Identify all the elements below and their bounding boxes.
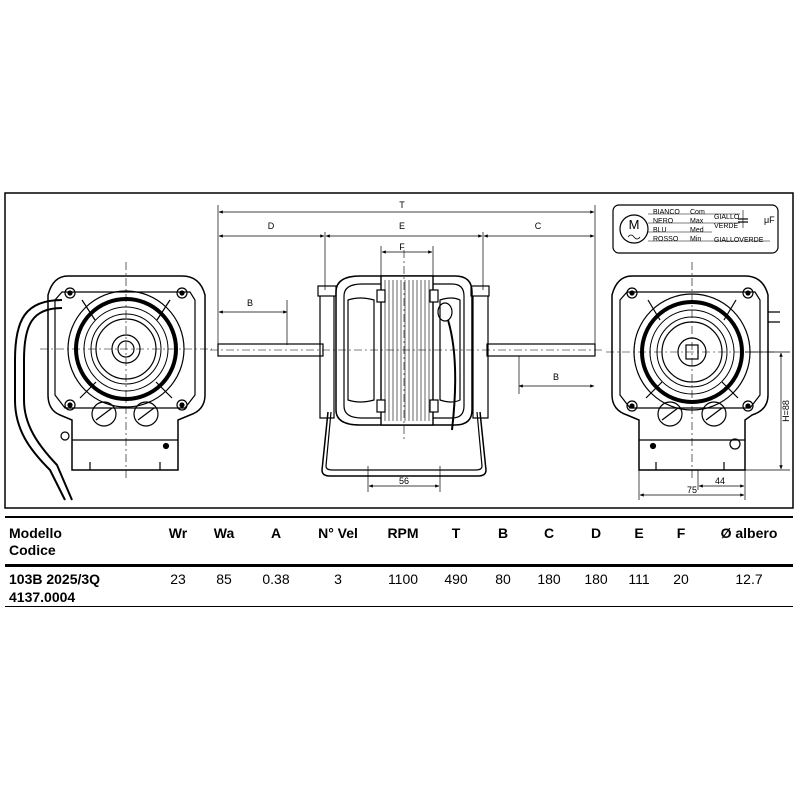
table-header-rule xyxy=(5,564,793,567)
wiring-diagram: M BIANCO Com GIALLO NERO Max VERDE BLU M… xyxy=(612,204,779,254)
header-col: D xyxy=(590,525,602,541)
wire-4-function: Min xyxy=(690,236,701,243)
dim-44-label: 44 xyxy=(715,476,725,486)
table-cell: 12.7 xyxy=(735,571,763,587)
wire-3-name: BLU xyxy=(653,227,667,234)
header-col: F xyxy=(676,525,686,541)
header-col: RPM xyxy=(387,525,419,541)
table-top-rule xyxy=(5,516,793,518)
dim-T-label: T xyxy=(399,200,405,210)
header-col: A xyxy=(270,525,282,541)
dim-75-label: 75 xyxy=(687,485,697,495)
header-model: Modello xyxy=(9,525,62,541)
table-cell: 85 xyxy=(216,571,232,587)
row-model: 103B 2025/3Q xyxy=(9,571,101,587)
wire-1-name: BIANCO xyxy=(653,209,680,216)
header-col: B xyxy=(497,525,509,541)
dim-E-label: E xyxy=(399,221,405,231)
table-cell: 1100 xyxy=(387,571,419,587)
row-code: 4137.0004 xyxy=(9,589,76,605)
left-end-view xyxy=(14,275,206,501)
wire-3-function: Med xyxy=(690,227,704,234)
motor-symbol-label: M xyxy=(629,217,640,232)
table-cell: 180 xyxy=(537,571,561,587)
table-bottom-rule xyxy=(5,606,793,607)
header-col: Wr xyxy=(168,525,188,541)
wire-2-name: NERO xyxy=(653,218,674,225)
wire-1-cap: GIALLO xyxy=(714,214,740,221)
header-col: Ø albero xyxy=(720,525,778,541)
dim-B-right-label: B xyxy=(553,372,559,382)
header-col: N° Vel xyxy=(318,525,358,541)
header-col: T xyxy=(451,525,461,541)
table-cell: 180 xyxy=(584,571,608,587)
dim-D-label: D xyxy=(268,221,275,231)
dim-F-label: F xyxy=(399,242,405,252)
wire-2-function: Max xyxy=(690,218,704,225)
wire-1-function: Com xyxy=(690,209,705,216)
dim-B-left-label: B xyxy=(247,298,253,308)
dim-height-label: H=88 xyxy=(781,400,791,422)
motor-symbol-icon xyxy=(619,214,649,244)
dim-56-label: 56 xyxy=(399,476,409,486)
header-col: C xyxy=(543,525,555,541)
header-code: Codice xyxy=(9,542,56,558)
dimension-lines xyxy=(217,205,790,500)
wire-4-cap: GIALLOVERDE xyxy=(714,237,764,244)
dim-C-label: C xyxy=(535,221,542,231)
table-cell: 20 xyxy=(673,571,689,587)
table-cell: 80 xyxy=(495,571,511,587)
header-col: Wa xyxy=(213,525,235,541)
table-cell: 490 xyxy=(444,571,468,587)
wire-2-cap: VERDE xyxy=(714,223,738,230)
table-cell: 111 xyxy=(628,571,650,587)
side-view xyxy=(217,275,596,477)
drawing-frame xyxy=(4,192,794,509)
spec-table: Modello Codice Wr Wa A N° Vel RPM T B C … xyxy=(0,510,800,610)
capacitor-unit: μF xyxy=(764,215,775,225)
table-cell: 23 xyxy=(170,571,186,587)
right-end-view xyxy=(611,275,780,471)
table-cell: 3 xyxy=(334,571,342,587)
table-cell: 0.38 xyxy=(262,571,290,587)
wire-4-name: ROSSO xyxy=(653,236,679,243)
header-col: E xyxy=(634,525,644,541)
